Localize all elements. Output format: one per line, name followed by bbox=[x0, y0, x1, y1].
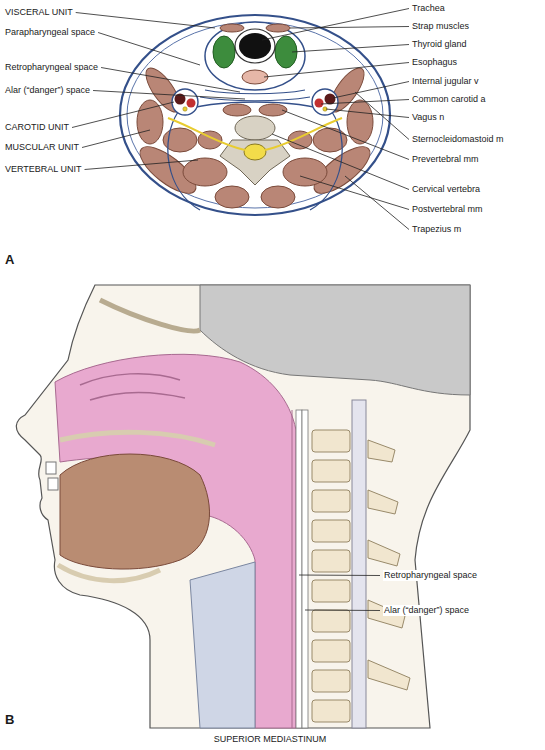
leader-line bbox=[264, 63, 409, 78]
structure-label: Retropharyngeal space bbox=[5, 62, 98, 73]
leader-line bbox=[326, 109, 409, 118]
leader-line bbox=[345, 176, 409, 230]
structure-label: VERTEBRAL UNIT bbox=[5, 164, 82, 175]
leader-line bbox=[262, 9, 409, 41]
structure-label: Alar (“danger”) space bbox=[383, 605, 470, 616]
leader-line bbox=[299, 575, 380, 577]
structure-label: VISCERAL UNIT bbox=[5, 7, 73, 18]
leader-line bbox=[333, 82, 409, 99]
sagittal-head-section bbox=[16, 285, 470, 728]
leader-line bbox=[72, 102, 174, 128]
structure-label: CAROTID UNIT bbox=[5, 122, 69, 133]
structure-label: Strap muscles bbox=[412, 21, 469, 32]
leader-line bbox=[305, 610, 380, 612]
leader-line bbox=[93, 91, 245, 100]
structure-label: MUSCULAR UNIT bbox=[5, 142, 79, 153]
structure-label: Sternocleidomastoid m bbox=[412, 134, 504, 145]
leader-line bbox=[290, 27, 409, 29]
leader-line bbox=[101, 68, 240, 93]
structure-label: Common carotid a bbox=[412, 94, 486, 105]
panel-letter: A bbox=[5, 252, 14, 267]
panel-letter: B bbox=[5, 712, 14, 727]
leader-line bbox=[321, 100, 409, 105]
leader-line bbox=[82, 130, 150, 148]
structure-label: Trachea bbox=[412, 3, 445, 14]
structure-label: Retropharyngeal space bbox=[383, 570, 478, 581]
structure-label: Esophagus bbox=[412, 57, 457, 68]
leader-line bbox=[85, 160, 198, 170]
leader-line bbox=[76, 13, 215, 29]
structure-label: Parapharyngeal space bbox=[5, 27, 95, 38]
leader-line bbox=[282, 110, 409, 160]
neck-cross-section bbox=[120, 15, 390, 215]
structure-label: Postvertebral mm bbox=[412, 204, 483, 215]
leader-line bbox=[98, 33, 200, 66]
leader-line bbox=[300, 176, 409, 210]
leader-line bbox=[272, 134, 409, 190]
leader-line bbox=[355, 92, 409, 140]
structure-label: SUPERIOR MEDIASTINUM bbox=[214, 734, 327, 745]
structure-label: Prevertebral mm bbox=[412, 154, 479, 165]
structure-label: Cervical vertebra bbox=[412, 184, 480, 195]
structure-label: Thyroid gland bbox=[412, 39, 467, 50]
structure-label: Internal jugular v bbox=[412, 76, 479, 87]
structure-label: Alar (“danger”) space bbox=[5, 85, 90, 96]
leader-line bbox=[292, 45, 409, 53]
structure-label: Vagus n bbox=[412, 112, 444, 123]
structure-label: Trapezius m bbox=[412, 224, 461, 235]
